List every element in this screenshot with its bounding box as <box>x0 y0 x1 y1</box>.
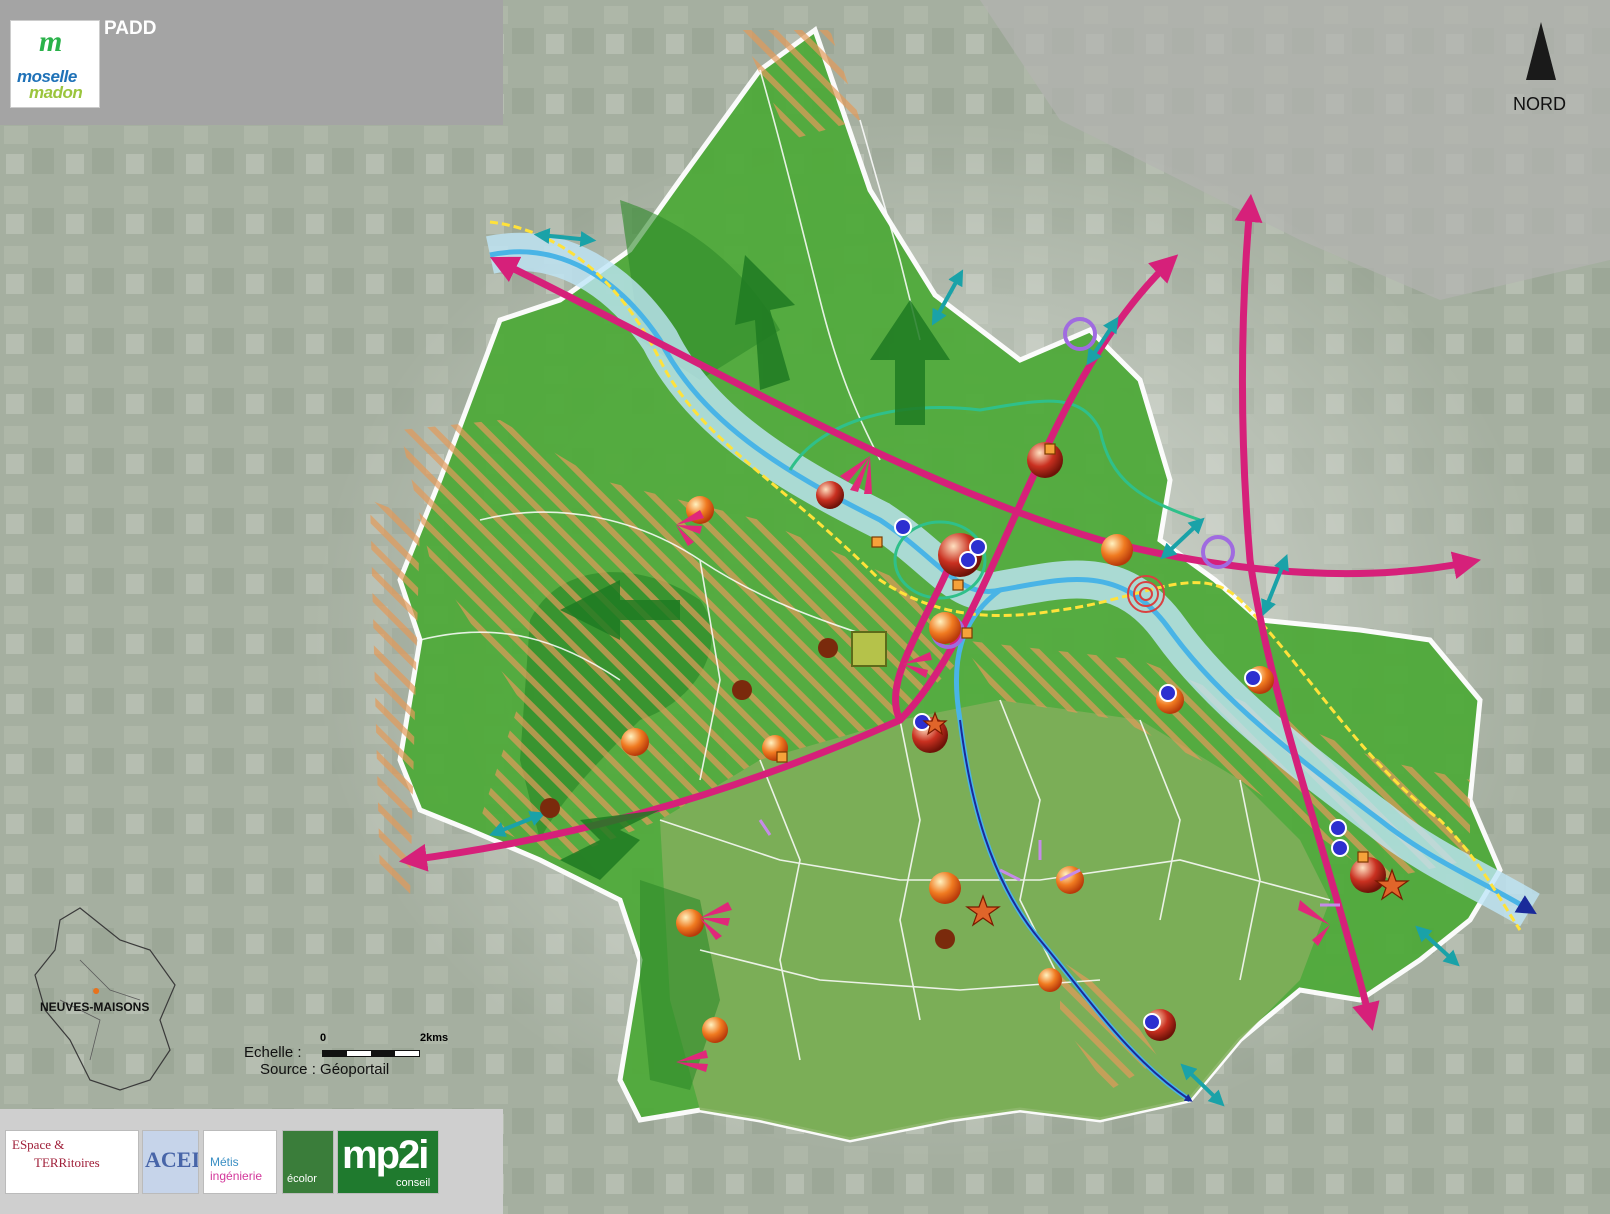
partner-1-line-1: ESpace & <box>12 1137 65 1152</box>
north-label: NORD <box>1513 94 1566 114</box>
green-corridor-arrows <box>560 255 950 880</box>
partner-5-sub: conseil <box>396 1177 431 1189</box>
inset-territory-outline <box>34 907 176 1091</box>
scale-source: Source : Géoportail <box>260 1061 390 1078</box>
partner-4-text: écolor <box>287 1173 317 1185</box>
partner-3-line-1: Métis <box>210 1155 239 1169</box>
logo-line-2: madon <box>29 83 83 102</box>
logo-mark: m <box>39 25 63 58</box>
partner-logo-aceif: ACEIF <box>142 1130 199 1194</box>
hatched-zone <box>740 30 860 140</box>
north-arrow-icon <box>1526 22 1556 80</box>
partner-logo-espace-territoires: ESpace & TERRitoires <box>5 1130 139 1194</box>
inset-place-label: NEUVES-MAISONS <box>40 1000 150 1014</box>
logo-line-1: moselle <box>17 67 77 86</box>
viewpoint-fans <box>676 456 1330 1072</box>
partner-logo-metis: Métis ingénierie <box>203 1130 277 1194</box>
partner-5-text: mp2i <box>342 1133 429 1177</box>
activity-zone-square <box>851 631 887 667</box>
urban-area <box>980 0 1610 300</box>
scale-end: 2kms <box>420 1032 449 1044</box>
partner-3-line-2: ingénierie <box>210 1169 263 1183</box>
partner-logo-ecolor: écolor <box>282 1130 334 1194</box>
link-arrows <box>489 227 1460 1107</box>
moselle-madon-logo: m moselle madon <box>10 20 100 108</box>
heritage-sites <box>540 638 955 949</box>
scale-bar <box>322 1050 420 1057</box>
service-squares <box>776 443 1369 863</box>
location-pin-icon: ● <box>92 982 101 998</box>
access-arrows <box>758 819 1340 907</box>
scale-legend: Echelle : Source : Géoportail <box>244 1044 389 1078</box>
transport-stops <box>894 518 1349 1031</box>
partner-logo-mp2i: mp2i conseil <box>337 1130 439 1194</box>
partner-1-line-2: TERRitoires <box>34 1155 100 1170</box>
spiral-symbol <box>1127 575 1165 613</box>
scale-start: 0 <box>320 1032 327 1044</box>
scale-label: Echelle : <box>244 1044 302 1061</box>
tourism-stars <box>922 711 1410 927</box>
page-title: PADD <box>104 18 157 39</box>
partner-2-text: ACEIF <box>145 1147 198 1172</box>
